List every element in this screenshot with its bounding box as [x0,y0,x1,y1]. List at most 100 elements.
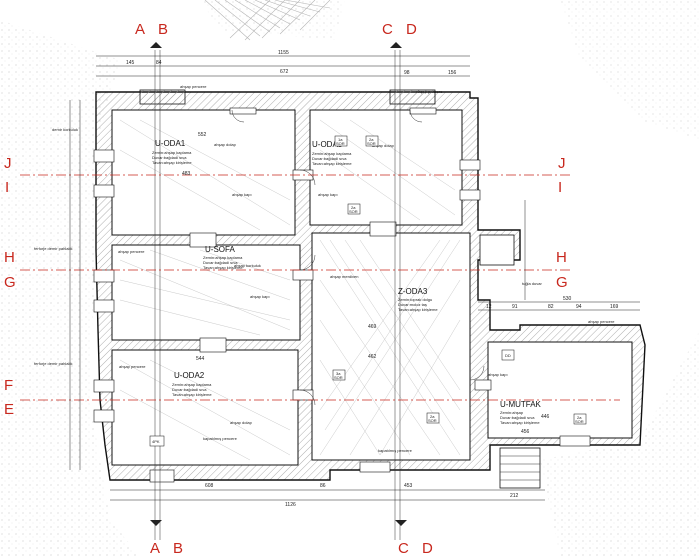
dim-bottom-total: 1126 [285,502,296,508]
svg-text:Tavan:ahşap kirişleme: Tavan:ahşap kirişleme [500,420,540,425]
svg-text:2a: 2a [369,137,374,142]
annotation-demir-korkuluk: demir korkuluk [52,127,78,132]
dim-bottom-b: 453 [404,483,413,489]
marker-top-A: A [135,21,145,38]
dim-top-d: 156 [448,70,457,76]
dim-right-total: 530 [563,296,572,302]
room-name: U-ODA2 [174,371,205,380]
svg-text:Tavan:ahşap kirişleme: Tavan:ahşap kirişleme [312,161,352,166]
svg-text:Duvar:moloz taş: Duvar:moloz taş [398,302,427,307]
annotation-ahsap-pencere-1: ahşap pencere [180,84,207,89]
svg-text:Zemin:ahşap kaplama: Zemin:ahşap kaplama [203,255,243,260]
svg-text:Tavan:ahşap kirişleme: Tavan:ahşap kirişleme [152,160,192,165]
svg-text:SOR: SOR [428,418,437,423]
annotation-ahsap-pencere-2: ahşap pencere [416,89,443,94]
svg-text:Zemin:ahşap: Zemin:ahşap [500,410,524,415]
room-u-oda3: U-ODA3 Zemin:ahşap kaplama Duvar:bağdadi… [312,140,352,166]
dim-mid-d: 544 [196,356,205,362]
annotation-tugla-duvar: tuğla duvar [522,281,542,286]
building-walls [95,89,646,489]
annotation-ahsap-dolap-3: ahşap dolap [230,420,253,425]
dimension-lines [69,55,640,501]
marker-top-C: C [382,21,393,38]
svg-text:Tavan:ahşap kirişleme: Tavan:ahşap kirişleme [203,265,243,270]
door-swings [231,109,485,406]
dim-bottom-a: 86 [320,483,326,489]
room-u-oda1: U-ODA1 Zemin:ahşap kaplama Duvar:bağdadi… [152,139,192,165]
annotation-ferforje-2: ferforje demir pahlalık [34,361,72,366]
tags: 1a SOR 2a SOR 2a SOR 3a SOR 2a SOR 2a SO… [149,135,587,447]
annotation-ahsap-korkuluk: ahşap korkuluk [234,263,261,268]
dim-top-total: 1155 [278,50,289,56]
dim-bottom-c: 212 [510,493,519,499]
svg-text:2a: 2a [430,414,435,419]
svg-text:Zemin:ahşap kaplama: Zemin:ahşap kaplama [172,382,212,387]
marker-bottom-D: D [422,540,433,556]
annotation-ahsap-merdiven: ahşap merdiven [330,274,358,279]
annotation-ahsap-pencere-4: ahşap pencere [119,364,146,369]
marker-left-H: H [4,249,15,266]
grid-lines [154,50,401,540]
svg-text:1a: 1a [338,137,343,142]
room-name: U-MUTFAK [500,400,542,409]
marker-bottom-C: C [398,540,409,556]
svg-text:4PK: 4PK [152,439,160,444]
dim-right-d: 169 [610,304,619,310]
annotation-ahsap-dolap-1: ahşap dolap [214,142,237,147]
marker-right-H: H [556,249,567,266]
annotations: demir korkuluk ferforje demir pahlalık f… [34,84,615,453]
annotation-ferforje: ferforje demir pahlalık [34,246,72,251]
room-u-mutfak: U-MUTFAK Zemin:ahşap Duvar:bağdadi sıva … [500,400,542,425]
dim-right-a: 91 [512,304,518,310]
dim-mid-f: 446 [541,414,550,420]
dim-top-a: 145 [126,60,135,66]
marker-left-J: J [4,155,12,172]
svg-text:DD: DD [505,353,511,358]
room-name: U-SOFA [205,245,235,254]
svg-text:Zemin:ahşap kaplama: Zemin:ahşap kaplama [152,150,192,155]
room-z-oda3: Z-ODA3 Zemin:toprak dolgu Duvar:moloz ta… [398,287,438,312]
marker-right-I: I [558,179,562,196]
annotation-kapatilmis-pencere-2: kapatılmış pencere [378,448,413,453]
room-name: U-ODA1 [155,139,186,148]
dim-right-e: 12 [486,304,492,310]
dimension-numbers: 1155 672 145 84 98 156 1126 608 86 453 2… [126,50,619,508]
dim-right-c: 94 [576,304,582,310]
marker-bottom-B: B [173,540,183,556]
dim-mid-g: 483 [182,171,191,177]
section-lines [20,174,620,401]
section-markers: A B C D A B C D J I H G F E J I H G [4,21,568,556]
svg-text:Duvar:bağdadi sıva: Duvar:bağdadi sıva [152,155,187,160]
marker-left-G: G [4,274,16,291]
svg-text:3a: 3a [336,371,341,376]
dim-mid-e: 552 [198,132,207,138]
room-labels: U-ODA1 Zemin:ahşap kaplama Duvar:bağdadi… [152,139,542,425]
svg-text:SOR: SOR [336,141,345,146]
annotation-ahsap-kapi-1: ahşap kapı [232,192,252,197]
dim-top-c: 98 [404,70,410,76]
room-name: Z-ODA3 [398,287,428,296]
svg-text:SOR: SOR [575,419,584,424]
svg-text:SOR: SOR [334,375,343,380]
marker-bottom-A: A [150,540,160,556]
marker-right-J: J [558,155,566,172]
svg-text:SOR: SOR [367,141,376,146]
dim-bottom-sub1: 608 [205,483,214,489]
section-arrows [150,42,407,526]
marker-top-B: B [158,21,168,38]
annotation-ahsap-pencere-5: ahşap pencere [588,319,615,324]
marker-top-D: D [406,21,417,38]
svg-text:2a: 2a [577,415,582,420]
floor-texture [119,119,461,461]
svg-text:Zemin:toprak dolgu: Zemin:toprak dolgu [398,297,432,302]
annotation-ahsap-kapi-2: ahşap kapı [318,192,338,197]
marker-left-E: E [4,401,14,418]
dim-right-b: 82 [548,304,554,310]
dim-mid-b: 462 [368,354,377,360]
svg-text:Zemin:ahşap kaplama: Zemin:ahşap kaplama [312,151,352,156]
marker-right-G: G [556,274,568,291]
openings [93,107,591,483]
room-u-sofa: U-SOFA Zemin:ahşap kaplama Duvar:bağdadi… [203,245,243,270]
annotation-ahsap-pencere-3: ahşap pencere [118,249,145,254]
